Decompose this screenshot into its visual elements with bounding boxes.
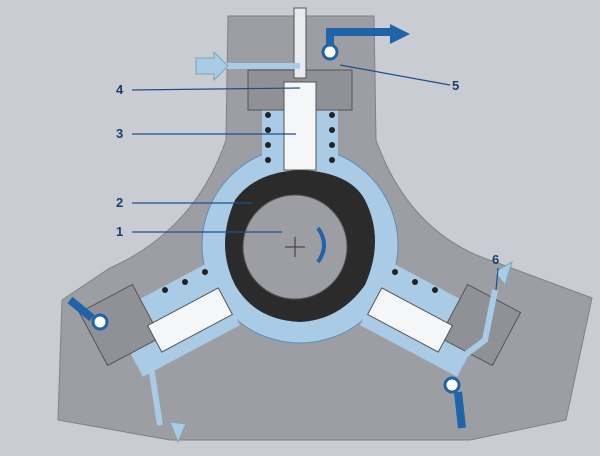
left-outlet-channel xyxy=(67,296,95,322)
leader-lines xyxy=(131,64,499,291)
top-piston xyxy=(283,81,317,171)
shaft-rod xyxy=(293,7,307,79)
label-1: 1 xyxy=(116,224,124,239)
springs xyxy=(162,112,438,293)
outlet-valve-left xyxy=(91,313,109,331)
inlet-channel-left xyxy=(137,347,163,426)
rotation-arrow-icon xyxy=(316,226,326,264)
outlet-arrow-icon xyxy=(390,24,410,44)
inlet-arrow-top-icon xyxy=(195,50,229,82)
right-piston xyxy=(366,287,454,353)
inlet-arrow-bottom-icon xyxy=(169,421,187,444)
left-cylinder-block xyxy=(78,283,162,367)
left-piston xyxy=(146,287,234,353)
right-outlet-channel xyxy=(454,391,466,429)
inlet-arrow-right-icon xyxy=(494,260,513,287)
inlet-channel-right xyxy=(463,289,498,358)
label-2: 2 xyxy=(116,195,124,210)
label-3: 3 xyxy=(116,126,124,141)
outlet-channel xyxy=(326,28,392,45)
outlet-valve-top xyxy=(321,43,339,61)
label-4: 4 xyxy=(116,82,124,97)
center-mark xyxy=(285,237,305,257)
label-5: 5 xyxy=(452,78,460,93)
label-6: 6 xyxy=(492,252,500,267)
outlet-valve-right xyxy=(443,376,461,394)
